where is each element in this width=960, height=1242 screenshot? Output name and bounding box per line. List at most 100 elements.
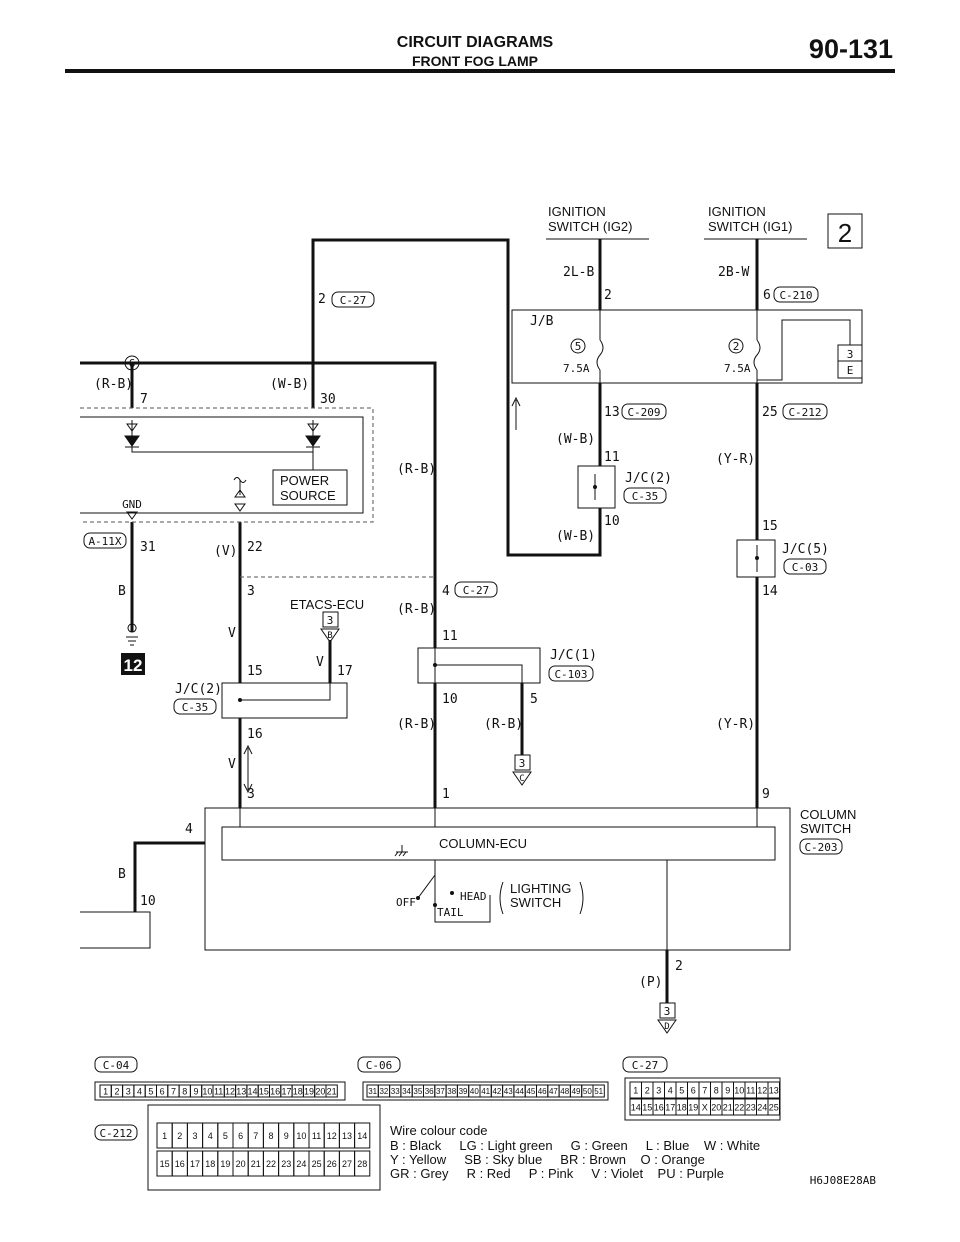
figure-code: H6J08E28AB: [810, 1174, 877, 1187]
pin-label: 2: [675, 959, 683, 974]
connector-pin-number: 39: [459, 1087, 468, 1096]
connector-pin-number: 11: [214, 1086, 223, 1096]
pin-label: 15: [247, 664, 263, 679]
pin-label: 16: [247, 727, 263, 742]
connector-pin-number: 31: [368, 1087, 377, 1096]
connector-pin-number: 23: [746, 1102, 756, 1112]
section-box: [827, 213, 863, 249]
connector-pin-number: 11: [312, 1131, 321, 1141]
ig1-label-2: SWITCH (IG1): [708, 219, 793, 234]
legend-line-3: GR : Grey R : Red P : Pink V : Violet PU…: [390, 1166, 724, 1181]
signal-tilde-icon: [233, 477, 247, 483]
connector-pin-number: 2: [114, 1086, 119, 1096]
connector-pin-number: 1: [633, 1085, 638, 1095]
connector-pin-number: 41: [481, 1087, 490, 1096]
connector-pin-number: 5: [148, 1086, 153, 1096]
connector-pin-number: 8: [182, 1086, 187, 1096]
connector-pin-number: 43: [504, 1087, 513, 1096]
connector-pin-number: 20: [236, 1159, 246, 1169]
connector-pin-number: 49: [572, 1087, 581, 1096]
connector-pin-number: 5: [223, 1131, 228, 1141]
column-ecu-box: [221, 826, 776, 861]
ground-point-12: 12: [124, 656, 143, 675]
fuse-number-circle: [570, 338, 586, 354]
pin-label: 4: [185, 822, 193, 837]
connector-pin-number: 50: [583, 1087, 592, 1096]
connector-c212-label: C-212: [99, 1127, 132, 1140]
connector-pin-number: 7: [702, 1085, 707, 1095]
connector-pin-number: 3: [126, 1086, 131, 1096]
connector-pin-number: 8: [714, 1085, 719, 1095]
ref-e-sheet: 3: [847, 348, 854, 361]
connector-pin-number: 36: [425, 1087, 434, 1096]
connector-pin-number: 6: [160, 1086, 165, 1096]
connector-c212: [147, 1104, 381, 1191]
pin-label: 14: [762, 584, 778, 599]
pin-label: 25: [762, 405, 778, 420]
ref-d-letter: D: [664, 1022, 669, 1032]
pin-label: 22: [247, 540, 263, 555]
joint-label: J/C(5): [782, 542, 829, 557]
switch-contact: [417, 870, 436, 899]
connector-pin-number: 40: [470, 1087, 479, 1096]
wire-color: (R-B): [397, 462, 436, 477]
power-source-label-2: SOURCE: [280, 488, 336, 503]
ig2-label-2: SWITCH (IG2): [548, 219, 633, 234]
wire-color: V: [228, 626, 236, 641]
connector-c04: [94, 1081, 346, 1101]
connector-pin-number: 42: [492, 1087, 501, 1096]
ref-d-sheet: 3: [664, 1005, 671, 1018]
connector-pin-number: 8: [268, 1131, 273, 1141]
connector-pin-number: 9: [194, 1086, 199, 1096]
connector-pin-number: 15: [259, 1086, 269, 1096]
connector-pin-number: 48: [560, 1087, 569, 1096]
connector-pin-number: 10: [296, 1131, 306, 1141]
pin-label: 31: [140, 540, 156, 555]
connector-pin-number: 2: [645, 1085, 650, 1095]
connector-pin-number: 9: [284, 1131, 289, 1141]
pin-label: 11: [442, 629, 458, 644]
connector-pin-number: 2: [177, 1131, 182, 1141]
connector-pin-number: 16: [270, 1086, 280, 1096]
legend-title: Wire colour code: [390, 1123, 488, 1138]
connector-pin-number: 13: [236, 1086, 246, 1096]
connector-pin-number: 51: [594, 1087, 603, 1096]
switch-tail-label: TAIL: [437, 906, 464, 919]
connector-pin-number: 24: [757, 1102, 767, 1112]
connector-pin-cell: [354, 1150, 371, 1177]
connector-pin-number: 6: [691, 1085, 696, 1095]
wire-color: V: [228, 757, 236, 772]
connector-pin-number: 19: [688, 1102, 698, 1112]
jb-label: J/B: [530, 314, 554, 329]
connector-pin-number: 25: [312, 1159, 322, 1169]
connector-pin-number: 15: [642, 1102, 652, 1112]
section-number: 2: [838, 218, 852, 248]
header-title: CIRCUIT DIAGRAMS: [397, 34, 554, 51]
ground-point-box: [121, 653, 145, 675]
connector-pin-number: 13: [342, 1131, 352, 1141]
connector-pin-number: 19: [220, 1159, 230, 1169]
ground-icon: [126, 623, 138, 646]
connector-pin-number: 21: [327, 1086, 337, 1096]
connector-a11x: A-11X: [88, 535, 121, 548]
connector-pin-number: 11: [746, 1085, 755, 1095]
wire-color: V: [316, 655, 324, 670]
wire-color: (V): [214, 544, 237, 559]
ref-e-letter: E: [847, 364, 854, 377]
connector-c06-label: C-06: [366, 1059, 393, 1072]
connector-pin-number: X: [702, 1102, 708, 1112]
column-switch-label: COLUMN: [800, 807, 856, 822]
connector-pin-number: 10: [202, 1086, 212, 1096]
wire-color: (P): [639, 975, 662, 990]
wires: [80, 238, 759, 1003]
pin-label: 3: [247, 787, 255, 802]
legend-line-2: Y : Yellow SB : Sky blue BR : Brown O : …: [390, 1152, 705, 1167]
connector-pin-number: 27: [342, 1159, 352, 1169]
connector-pin-cell: [592, 1084, 605, 1098]
connector-pin-number: 18: [205, 1159, 215, 1169]
connector-pin-number: 46: [538, 1087, 547, 1096]
